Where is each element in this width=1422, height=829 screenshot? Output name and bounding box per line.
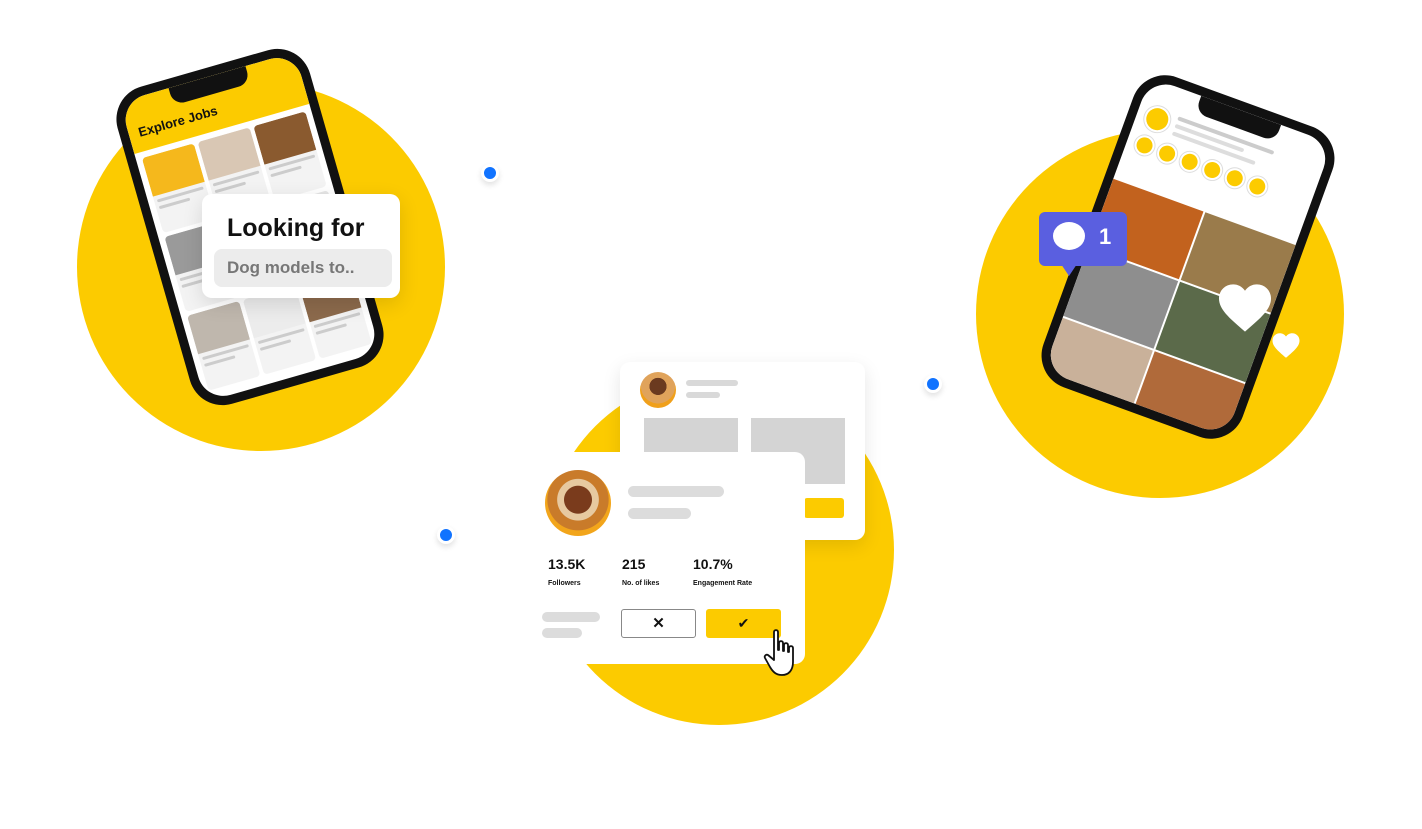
likes-value: 215 <box>622 556 646 572</box>
post-action-button[interactable] <box>804 498 844 518</box>
placeholder-line <box>686 392 720 398</box>
placeholder-line <box>542 612 600 622</box>
highlight-item[interactable] <box>1199 157 1226 183</box>
engagement-label: Engagement Rate <box>693 580 753 587</box>
profile-avatar <box>1140 102 1174 136</box>
highlight-item[interactable] <box>1131 132 1158 159</box>
highlight-item[interactable] <box>1244 173 1271 200</box>
engagement-value: 10.7% <box>693 556 733 572</box>
heart-icon <box>1272 333 1300 358</box>
connector-dot <box>924 375 942 393</box>
placeholder-line <box>628 508 691 519</box>
notification-count: 1 <box>1099 224 1112 249</box>
connector-dot <box>437 526 455 544</box>
pointer-hand-icon <box>763 629 794 676</box>
followers-value: 13.5K <box>548 556 586 572</box>
placeholder-line <box>686 380 738 386</box>
search-bubble: Looking for Dog models to.. <box>202 194 400 298</box>
post-avatar <box>640 372 676 408</box>
search-input[interactable]: Dog models to.. <box>214 249 392 287</box>
heart-icon <box>1219 284 1271 332</box>
influencer-card: 13.5K Followers 215 No. of likes 10.7% E… <box>530 452 805 664</box>
likes-label: No. of likes <box>622 580 660 587</box>
highlight-item[interactable] <box>1176 149 1203 175</box>
placeholder-line <box>542 628 582 638</box>
followers-label: Followers <box>548 580 581 587</box>
highlight-item[interactable] <box>1221 165 1248 192</box>
reject-button[interactable]: ✕ <box>621 609 696 638</box>
influencer-avatar <box>545 470 611 536</box>
accept-button[interactable]: ✔ <box>706 609 781 638</box>
chat-bubble-icon <box>1053 222 1085 250</box>
search-title: Looking for <box>227 214 365 242</box>
connector-dot <box>481 164 499 182</box>
chat-notification[interactable]: 1 <box>1039 212 1127 276</box>
placeholder-line <box>628 486 724 497</box>
highlight-item[interactable] <box>1154 140 1180 167</box>
